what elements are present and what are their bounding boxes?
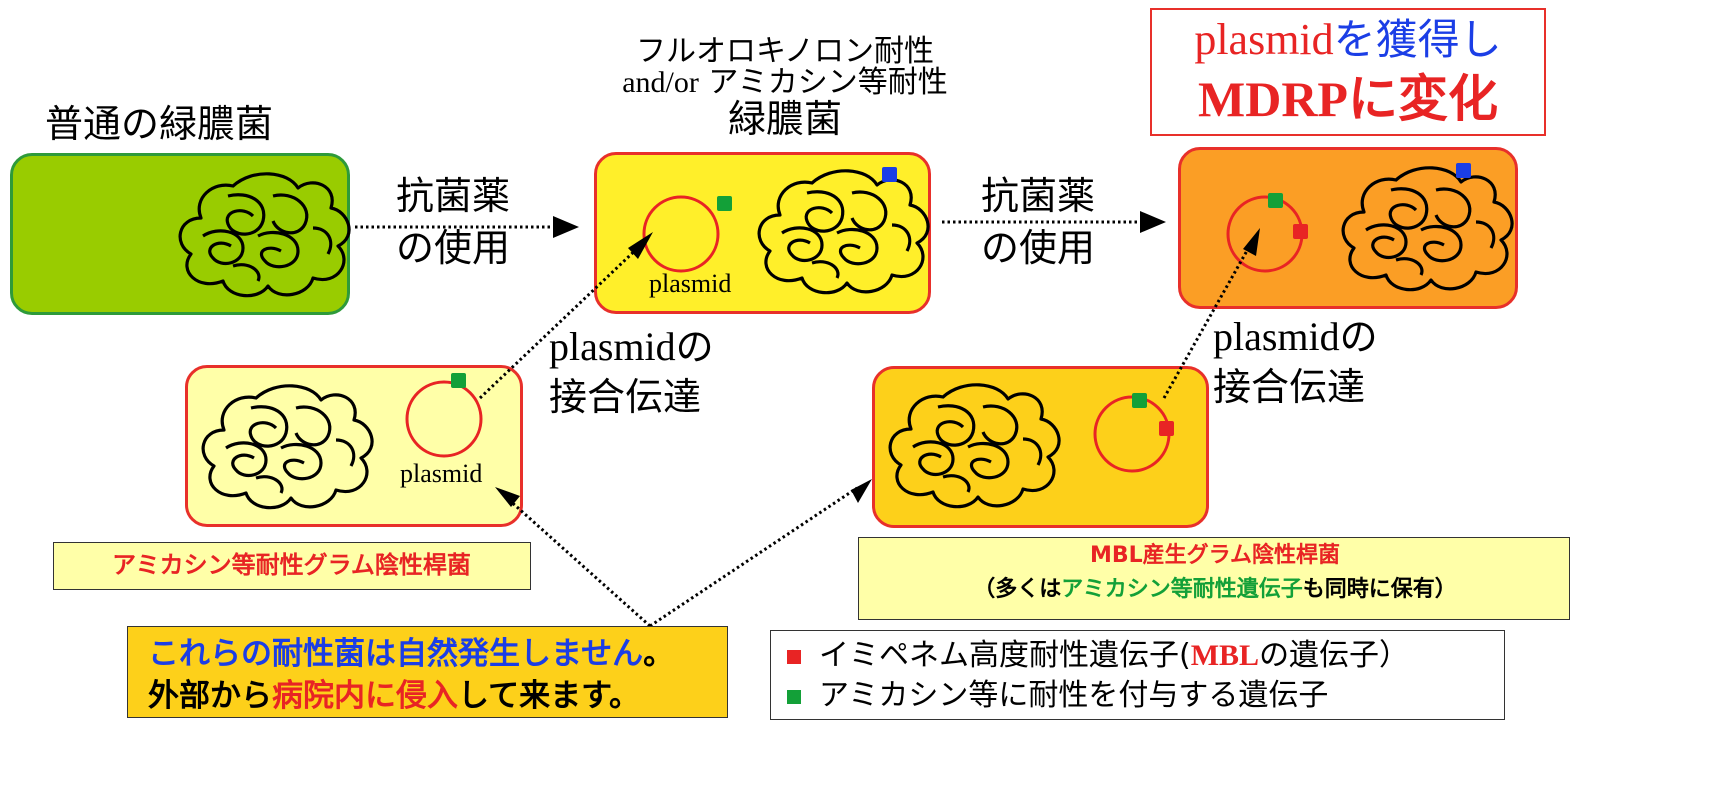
plasmid-icon — [1226, 193, 1308, 273]
red-square-icon — [787, 649, 801, 664]
resistant-title: フルオロキノロン耐性 and/or アミカシン等耐性 緑膿菌 — [622, 34, 948, 141]
plasmid-icon — [1093, 393, 1174, 473]
chromosome-icon — [201, 384, 374, 510]
normal-title: 普通の緑膿菌 — [45, 102, 274, 146]
resistant-cell: plasmid — [594, 152, 931, 314]
transfer-label-left: plasmidの 接合伝達 — [549, 324, 714, 419]
mdrp-callout: plasmidを獲得し MDRPに変化 — [1150, 8, 1546, 136]
arrowhead-mbl — [851, 479, 872, 503]
legend: イミペネム高度耐性遺伝子(MBLの遺伝子） アミカシン等に耐性を付与する遺伝子 — [770, 630, 1505, 720]
transfer-label-right: plasmidの 接合伝達 — [1213, 314, 1378, 409]
mdrp-cell — [1178, 147, 1518, 309]
pointer-to-mbl — [649, 486, 858, 628]
arrow-1 — [355, 216, 579, 238]
legend-item-amikacin: アミカシン等に耐性を付与する遺伝子 — [787, 679, 1328, 712]
normal-cell — [10, 153, 351, 315]
chromosome-icon — [1341, 163, 1514, 292]
mbl-cell — [872, 366, 1209, 528]
arrow-2 — [942, 211, 1166, 233]
plasmid-icon — [405, 373, 483, 458]
chromosome-icon — [757, 167, 930, 295]
amikacin-cell: plasmid — [185, 365, 523, 527]
legend-item-mbl: イミペネム高度耐性遺伝子(MBLの遺伝子） — [787, 639, 1409, 672]
chromosome-icon — [178, 172, 351, 298]
antibiotic-label-2: 抗菌薬 の使用 — [980, 174, 1095, 270]
amikacin-caption: アミカシン等耐性グラム陰性桿菌 — [53, 542, 531, 590]
chromosome-icon — [888, 383, 1061, 509]
plasmid-label: plasmid — [400, 459, 483, 488]
mbl-caption: MBL産生グラム陰性桿菌 （多くはアミカシン等耐性遺伝子も同時に保有） — [858, 537, 1570, 620]
green-square-icon — [787, 689, 801, 704]
plasmid-label: plasmid — [649, 269, 732, 298]
note-box: これらの耐性菌は自然発生しません。 外部から病院内に侵入して来ます。 — [127, 626, 728, 718]
